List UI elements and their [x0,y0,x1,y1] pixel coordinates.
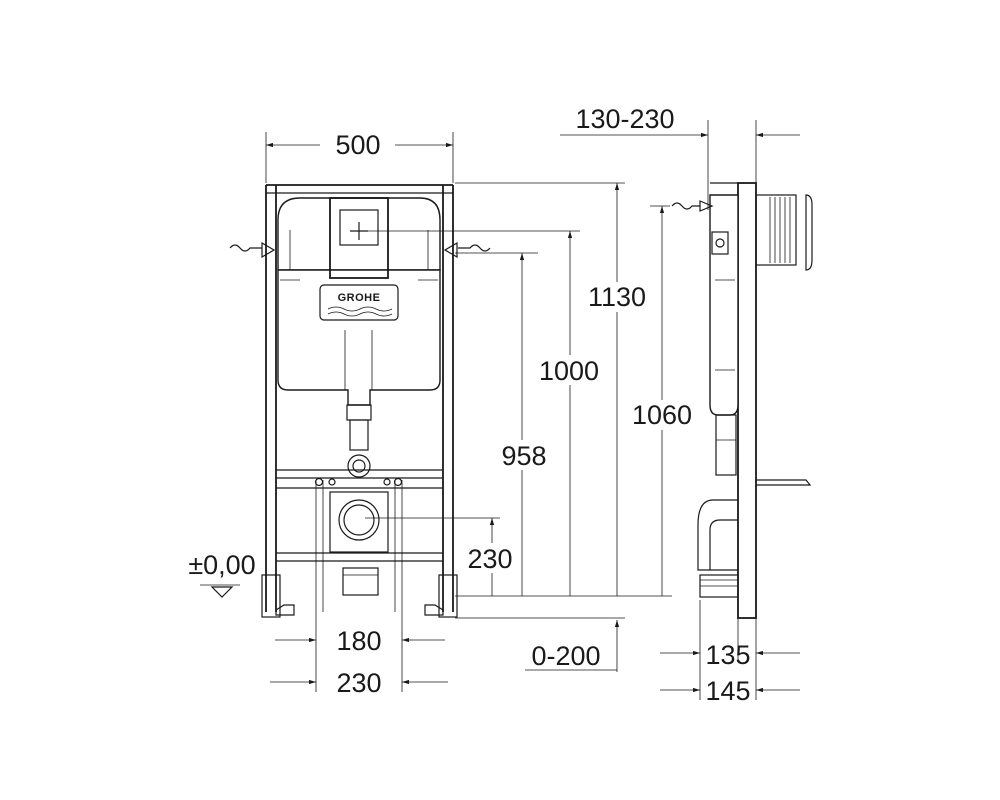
spacing-230-label: 230 [336,668,381,698]
spacing-180-label: 180 [336,626,381,656]
dim-height-958: 958 [495,253,553,596]
floor-level-label: ±0,00 [188,550,255,580]
dim-height-1060: 1060 [626,206,698,596]
dim-height-1000: 1000 [534,231,606,596]
dim-spacing-180: 180 [275,626,445,656]
dim-height-230: 230 [460,518,518,596]
height-958-label: 958 [501,441,546,471]
dim-spacing-230: 230 [270,650,448,698]
supply-inlets [229,241,491,259]
depth-145-label: 145 [705,676,750,706]
dim-depth-145: 145 [660,676,800,706]
height-1000-label: 1000 [539,356,599,386]
height-1130-label: 1130 [588,282,646,312]
cistern: GROHE [277,197,441,596]
dim-height-1130: 1130 [580,183,652,596]
front-frame [261,184,458,650]
dim-wall-depth-130-230: 130-230 [560,104,800,138]
height-1060-label: 1060 [632,400,692,430]
adjustment-label: 0-200 [531,641,600,671]
height-reference-lines [360,182,672,619]
side-view [671,120,813,700]
floor-level-marker: ±0,00 [188,550,256,598]
dim-adjustment-0-200: 0-200 [525,620,620,672]
wall-depth-label: 130-230 [575,104,674,134]
grohe-logo-text: GROHE [338,292,381,304]
dim-depth-135: 135 [660,640,800,670]
dim-width-500: 500 [265,130,454,183]
height-230-label: 230 [467,544,512,574]
depth-135-label: 135 [705,640,750,670]
width-label: 500 [335,130,380,160]
